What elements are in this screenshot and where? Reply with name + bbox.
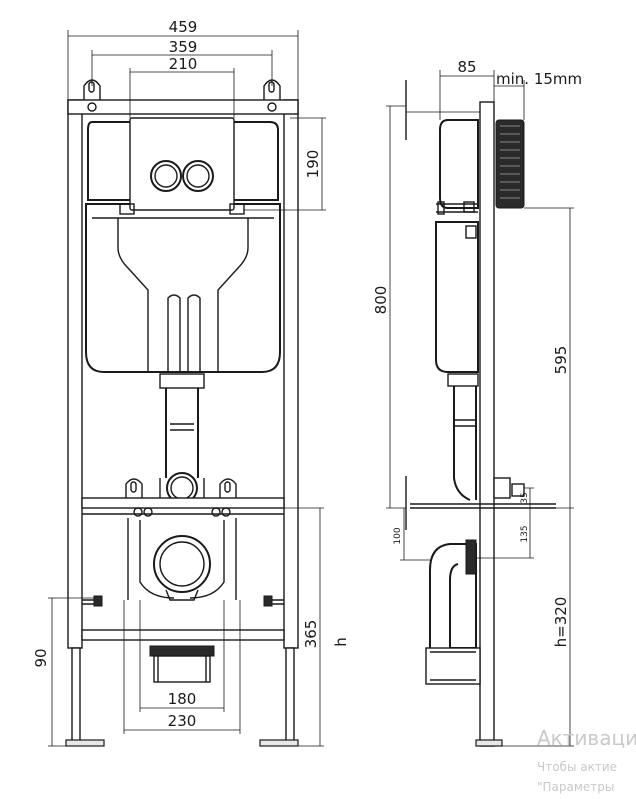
screw-hole — [267, 102, 277, 112]
side-flush-plate — [495, 119, 525, 209]
dim-85: 85 — [457, 58, 476, 76]
dim-min-15mm: min. 15mm — [496, 70, 582, 88]
right-leg — [285, 647, 295, 743]
drain-bend — [429, 543, 470, 648]
flush-pipe — [165, 388, 199, 478]
front-view: 459 359 210 190 90 365 h 180 230 — [32, 18, 350, 747]
dim-135: 135 — [520, 525, 530, 542]
flush-button-large — [150, 160, 182, 192]
middle-rail — [81, 497, 285, 509]
cistern-top — [87, 121, 279, 201]
dim-800: 800 — [372, 286, 390, 315]
left-leg — [71, 647, 81, 743]
dim-180: 180 — [168, 690, 197, 708]
side-rail-line — [410, 503, 556, 509]
dim-365: 365 — [302, 620, 320, 649]
cistern-body — [85, 203, 281, 373]
screw-hole — [87, 102, 97, 112]
flush-button-small — [182, 160, 214, 192]
dim-210: 210 — [169, 55, 198, 73]
side-frame — [479, 101, 495, 747]
activation-watermark-title: Активаци — [537, 726, 636, 750]
pipe-collar — [159, 373, 205, 389]
flush-plate — [129, 117, 235, 211]
activation-watermark-line1: Чтобы актие — [537, 760, 618, 774]
dim-230: 230 — [168, 712, 197, 730]
dim-100: 100 — [393, 527, 403, 544]
waste-connector — [149, 645, 215, 657]
dim-359: 359 — [169, 38, 198, 56]
activation-watermark-line2: "Параметры — [537, 780, 615, 794]
dim-35: 35 — [520, 492, 530, 503]
right-upright — [283, 99, 299, 649]
dim-595: 595 — [552, 346, 570, 375]
left-foot — [65, 739, 105, 747]
side-view: 85 min. 15mm 800 595 100 35 135 h=320 — [372, 58, 582, 747]
side-foot — [475, 739, 503, 747]
side-cistern-top — [439, 119, 479, 209]
top-rail — [67, 99, 299, 115]
dim-90: 90 — [32, 648, 50, 667]
drain-outlet — [153, 535, 211, 593]
side-waste-connector — [425, 647, 481, 685]
bottom-rail — [81, 629, 285, 641]
dim-459: 459 — [169, 18, 198, 36]
left-upright — [67, 99, 83, 649]
dim-h: h — [332, 637, 350, 647]
dim-h320: h=320 — [552, 597, 570, 648]
dim-190: 190 — [304, 150, 322, 179]
right-foot — [259, 739, 299, 747]
side-cistern-body — [435, 221, 479, 373]
